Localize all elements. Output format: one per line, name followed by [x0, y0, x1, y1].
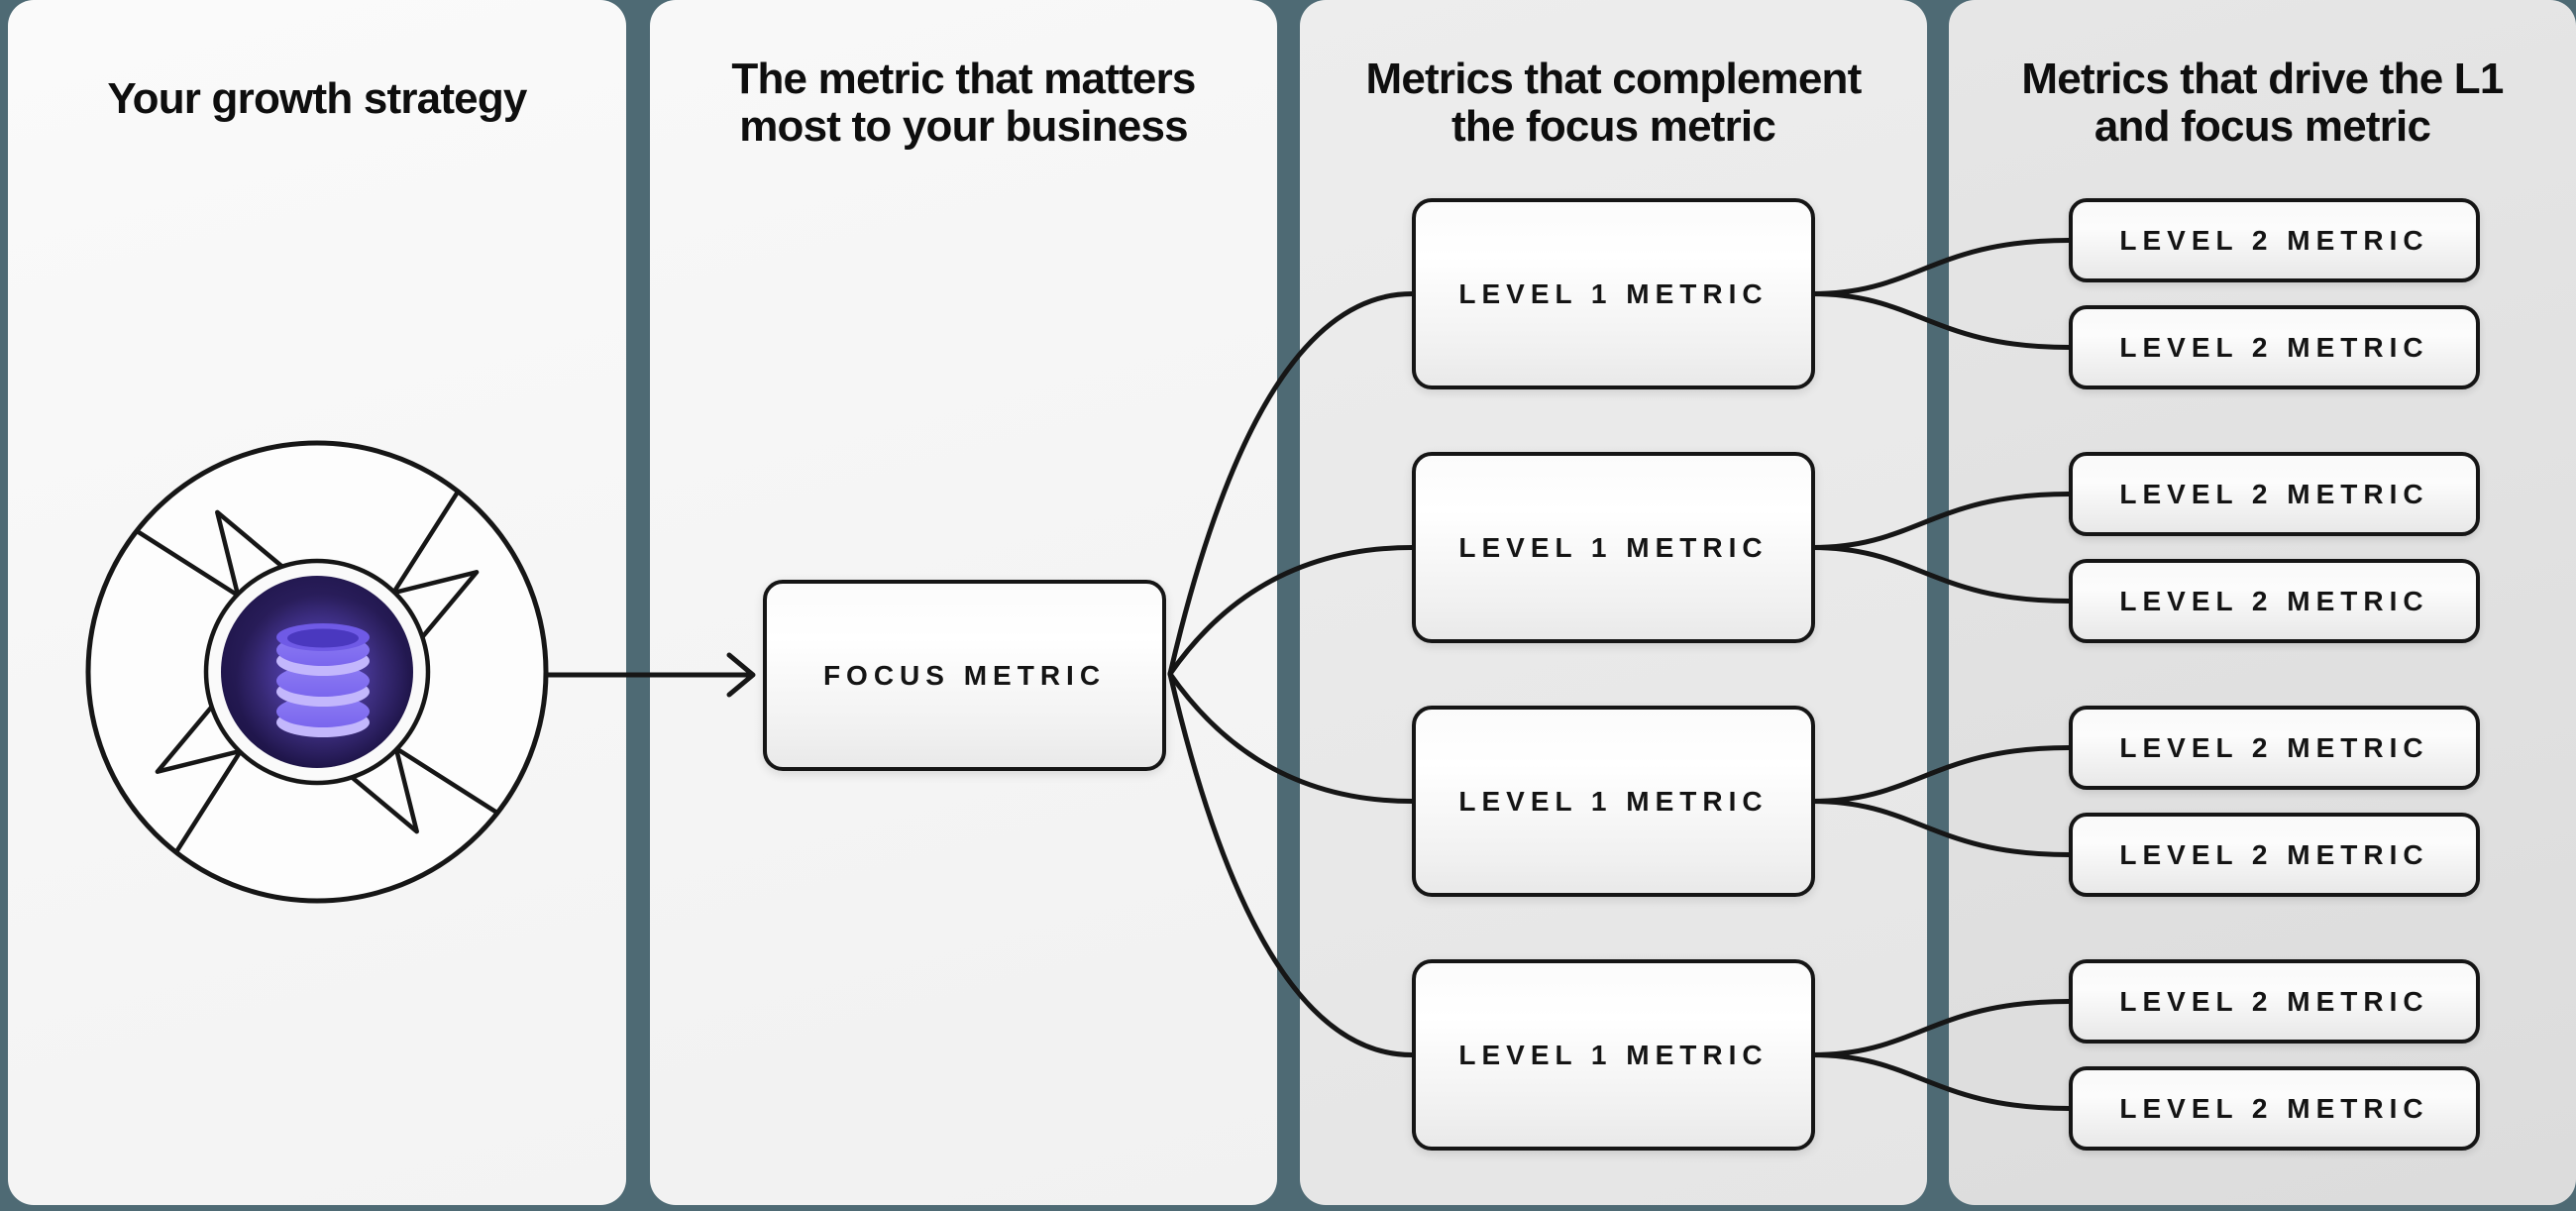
title-line: Your growth strategy: [107, 74, 527, 123]
level2-metric-box: LEVEL 2 METRIC: [2069, 198, 2480, 282]
level2-metric-label: LEVEL 2 METRIC: [2119, 1092, 2429, 1124]
level2-metric-box: LEVEL 2 METRIC: [2069, 706, 2480, 790]
title-line: the focus metric: [1450, 102, 1776, 151]
level1-metric-box: LEVEL 1 METRIC: [1412, 706, 1815, 897]
title-line: and focus metric: [2093, 102, 2431, 151]
level2-metric-label: LEVEL 2 METRIC: [2119, 585, 2429, 616]
level1-metric-box: LEVEL 1 METRIC: [1412, 452, 1815, 643]
title-line: Metrics that drive the L1: [2021, 55, 2504, 103]
level2-metric-label: LEVEL 2 METRIC: [2119, 331, 2429, 363]
title-line: The metric that matters: [731, 55, 1196, 103]
panel-title: Metrics that complement the focus metric: [1300, 55, 1927, 151]
level2-metric-label: LEVEL 2 METRIC: [2119, 224, 2429, 256]
panel-title: Metrics that drive the L1 and focus metr…: [1949, 55, 2576, 151]
panel-growth-strategy: Your growth strategy: [8, 0, 626, 1205]
level2-metric-box: LEVEL 2 METRIC: [2069, 305, 2480, 389]
level2-metric-label: LEVEL 2 METRIC: [2119, 838, 2429, 870]
level2-metric-label: LEVEL 2 METRIC: [2119, 985, 2429, 1017]
panel-title: Your growth strategy: [8, 75, 626, 123]
level1-metric-box: LEVEL 1 METRIC: [1412, 198, 1815, 389]
level2-metric-box: LEVEL 2 METRIC: [2069, 559, 2480, 643]
level2-metric-box: LEVEL 2 METRIC: [2069, 959, 2480, 1044]
focus-metric-box: FOCUS METRIC: [763, 580, 1166, 771]
level2-metric-box: LEVEL 2 METRIC: [2069, 813, 2480, 897]
level2-metric-box: LEVEL 2 METRIC: [2069, 452, 2480, 536]
level2-metric-label: LEVEL 2 METRIC: [2119, 731, 2429, 763]
title-line: Metrics that complement: [1365, 55, 1863, 103]
level1-metric-label: LEVEL 1 METRIC: [1458, 531, 1769, 563]
title-line: most to your business: [739, 102, 1188, 151]
level2-metric-box: LEVEL 2 METRIC: [2069, 1066, 2480, 1151]
focus-metric-label: FOCUS METRIC: [822, 659, 1107, 691]
level2-metric-label: LEVEL 2 METRIC: [2119, 478, 2429, 509]
level1-metric-box: LEVEL 1 METRIC: [1412, 959, 1815, 1151]
panel-title: The metric that matters most to your bus…: [650, 55, 1277, 151]
level1-metric-label: LEVEL 1 METRIC: [1458, 1039, 1769, 1070]
level1-metric-label: LEVEL 1 METRIC: [1458, 277, 1769, 309]
level1-metric-label: LEVEL 1 METRIC: [1458, 785, 1769, 817]
